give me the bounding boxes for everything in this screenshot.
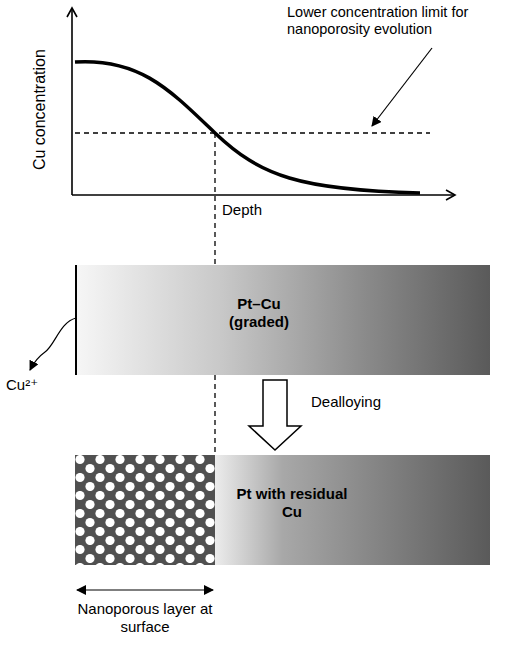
process-label: Dealloying: [311, 393, 381, 411]
axis-label: Cu concentration: [30, 30, 49, 190]
dealloyed-bar: Pt with residual Cu: [75, 455, 490, 565]
depth-line: [214, 375, 215, 455]
leader-arrow: [372, 48, 432, 126]
process-arrow: [249, 380, 301, 450]
layer-label: Pt–Cu (graded): [217, 295, 301, 331]
dimension-arrow: [77, 589, 213, 590]
release-arrow: [30, 318, 76, 370]
layer-label: Pt with residual Cu: [227, 485, 357, 521]
ion-label: Cu²⁺: [6, 376, 66, 394]
axis-label: Depth: [222, 201, 302, 219]
annotation: Lower concentration limit for nanoporosi…: [287, 4, 501, 39]
limit-line: [75, 132, 430, 133]
depth-line: [214, 133, 215, 265]
dimension-label: Nanoporous layer at surface: [65, 600, 225, 636]
concentration-curve: [75, 62, 420, 193]
alloy-bar: Pt–Cu (graded): [75, 265, 490, 375]
